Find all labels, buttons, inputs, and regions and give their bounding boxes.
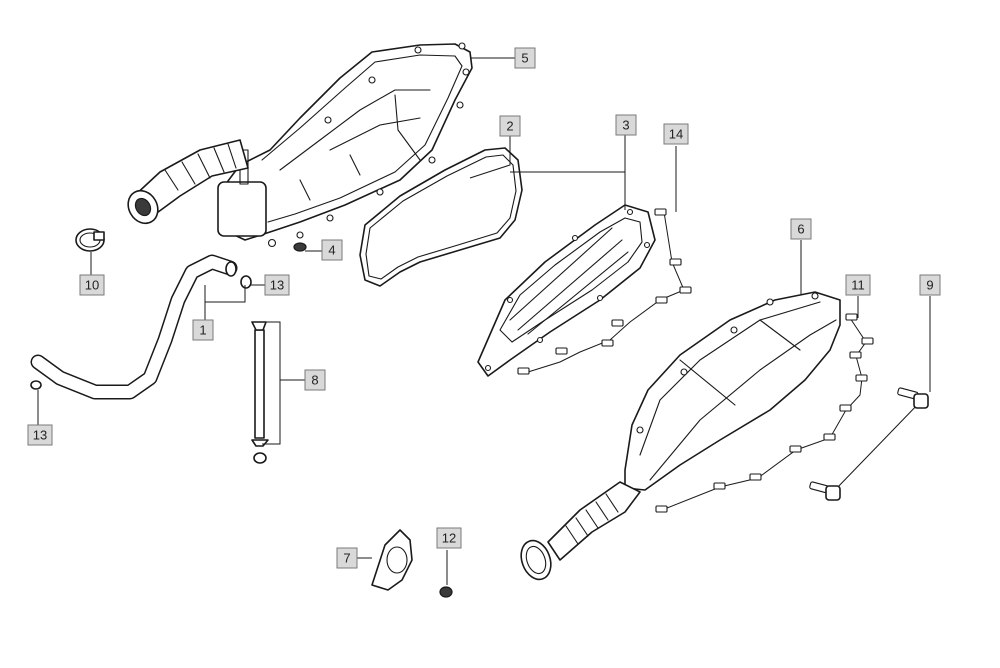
callout-8: 8 [304, 369, 326, 391]
callout-label: 3 [622, 118, 629, 133]
callout-label: 5 [521, 51, 528, 66]
clip-part-13-lower [30, 380, 42, 390]
callout-label: 10 [85, 278, 99, 293]
callout-label: 9 [926, 278, 933, 293]
bracket-part-7 [371, 529, 413, 591]
callout-13-lower: 13 [27, 424, 53, 446]
filter-element-part-3 [477, 204, 656, 377]
callout-4: 4 [321, 239, 343, 261]
callout-12: 12 [436, 527, 462, 549]
callout-label: 1 [199, 323, 206, 338]
nut-part-12 [439, 586, 453, 598]
callout-2: 2 [499, 115, 521, 137]
callout-10: 10 [79, 274, 105, 296]
callout-14: 14 [663, 123, 689, 145]
clip-part-13-upper [240, 275, 252, 289]
callout-label: 11 [851, 278, 865, 293]
bolts-part-9 [809, 387, 929, 501]
screws-part-11 [655, 313, 874, 513]
callout-label: 13 [33, 428, 47, 443]
callout-11: 11 [845, 274, 871, 296]
screws-part-14 [517, 208, 692, 375]
drain-tube-part-8 [251, 321, 269, 464]
intake-snorkel [520, 481, 641, 581]
breather-hose-part-1 [30, 254, 238, 400]
callout-label: 7 [343, 551, 350, 566]
callout-label: 12 [442, 531, 456, 546]
screw-part-4 [293, 242, 307, 252]
callout-label: 4 [328, 243, 335, 258]
callout-9: 9 [919, 274, 941, 296]
callout-3: 3 [615, 114, 637, 136]
callout-13-upper: 13 [264, 274, 290, 296]
callout-7: 7 [336, 547, 358, 569]
callout-label: 2 [506, 119, 513, 134]
leader-lines [37, 57, 931, 585]
callout-6: 6 [790, 218, 812, 240]
callout-label: 14 [669, 127, 683, 142]
callout-label: 13 [270, 278, 284, 293]
hose-clamp-part-10 [75, 228, 105, 252]
air-filter-cover-part-6 [624, 291, 841, 491]
callout-label: 8 [311, 373, 318, 388]
callout-5: 5 [514, 47, 536, 69]
callout-label: 6 [797, 222, 804, 237]
callout-1: 1 [192, 319, 214, 341]
intake-duct [127, 139, 249, 225]
gasket-part-2 [359, 147, 523, 287]
